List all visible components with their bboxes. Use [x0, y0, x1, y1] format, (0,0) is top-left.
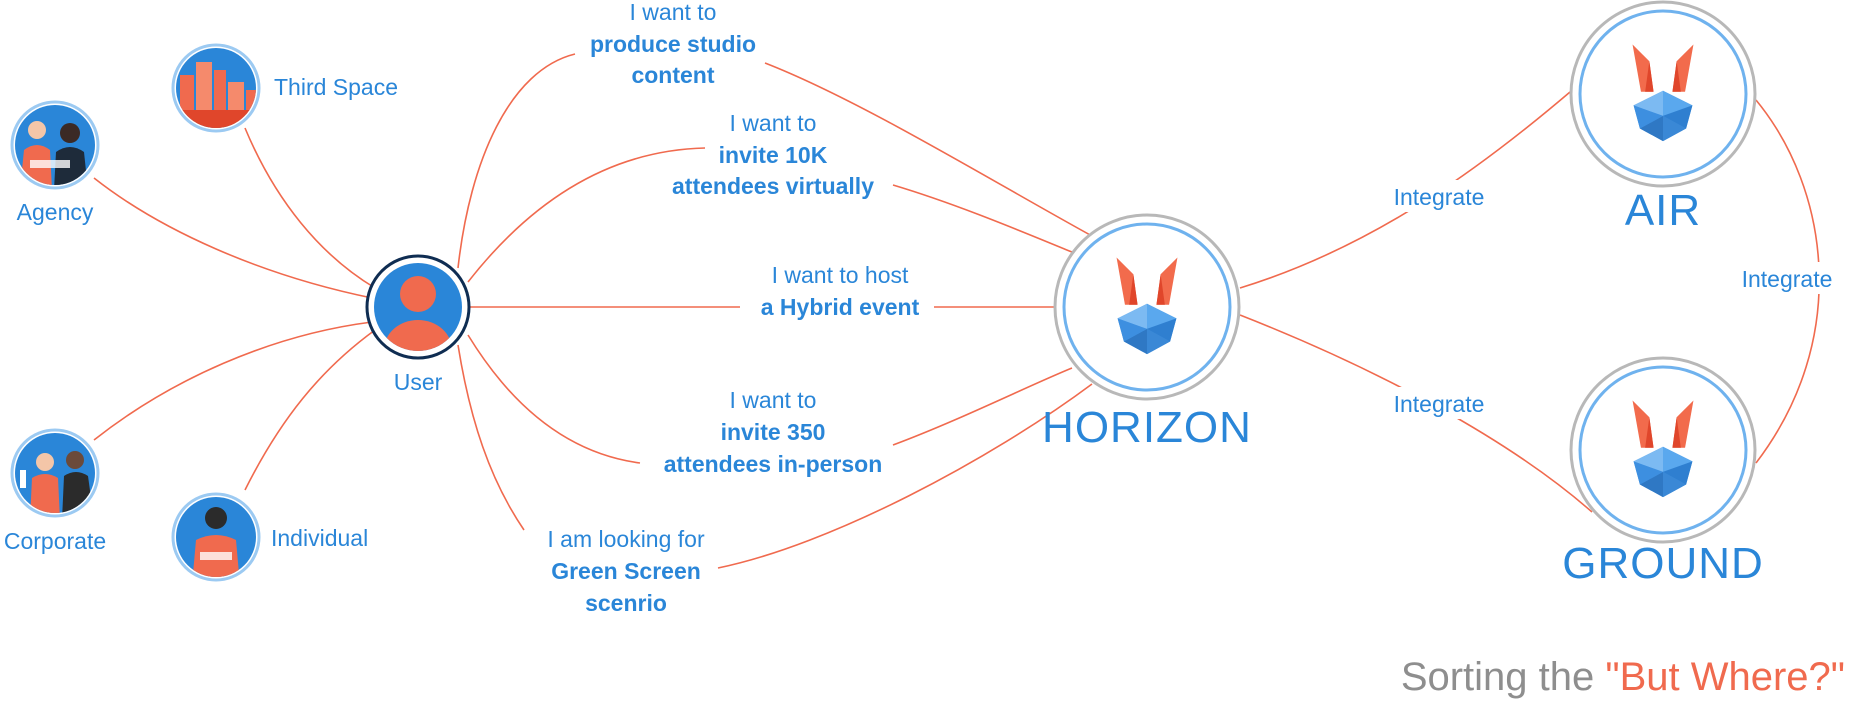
- persona-agency: Agency: [10, 100, 100, 225]
- product-air: AIR: [1569, 0, 1757, 235]
- footer-tagline: Sorting the "But Where?": [1401, 655, 1845, 699]
- edge-individual-user: [244, 329, 376, 491]
- greenscreen-line3: scenrio: [585, 590, 667, 616]
- inperson-line3: attendees in-person: [664, 451, 883, 477]
- edge-corporate-user: [93, 321, 373, 441]
- edge-greenscreen-horizon: [717, 383, 1093, 569]
- studio-line1: I want to: [630, 0, 717, 25]
- edge-agency-user: [93, 177, 373, 299]
- integrate-horizon-air: Integrate: [1394, 184, 1485, 210]
- hybrid-line1: I want to host: [772, 262, 909, 288]
- studio-line3: content: [631, 62, 714, 88]
- edge-virtual-horizon: [892, 184, 1073, 253]
- edge-studio-horizon: [764, 62, 1093, 237]
- horizon-wordmark: HORIZON: [1042, 403, 1252, 452]
- edge-user-studio: [457, 53, 576, 269]
- use-case-hybrid: I want to host a Hybrid event: [744, 258, 932, 326]
- virtual-line2: invite 10K: [719, 142, 828, 168]
- use-case-virtual: I want to invite 10K attendees virtually: [672, 110, 874, 199]
- product-horizon: HORIZON: [1042, 213, 1252, 452]
- virtual-line3: attendees virtually: [672, 173, 874, 199]
- edge-thirdspace-user: [244, 127, 376, 289]
- agency-label: Agency: [17, 199, 94, 225]
- integrate-labels: Integrate Integrate Integrate: [1385, 180, 1841, 419]
- footer-highlight: "But Where?": [1605, 655, 1845, 699]
- user-icon: [400, 276, 436, 312]
- third-space-label: Third Space: [274, 74, 398, 100]
- hybrid-line2: a Hybrid event: [761, 294, 920, 320]
- persona-individual: Individual: [171, 492, 368, 582]
- integrate-air-ground: Integrate: [1742, 266, 1833, 292]
- integrate-horizon-ground: Integrate: [1394, 391, 1485, 417]
- use-case-studio: I want to produce studio content: [590, 0, 756, 88]
- greenscreen-line1: I am looking for: [547, 526, 705, 552]
- edge-inperson-horizon: [892, 367, 1073, 446]
- ground-wordmark: GROUND: [1562, 539, 1764, 588]
- studio-line2: produce studio: [590, 31, 756, 57]
- air-wordmark: AIR: [1625, 186, 1701, 235]
- edge-user-virtual: [467, 147, 706, 283]
- inperson-line1: I want to: [730, 387, 817, 413]
- inperson-line2: invite 350: [721, 419, 826, 445]
- persona-corporate: Corporate: [4, 428, 106, 554]
- footer-prefix: Sorting the: [1401, 655, 1606, 699]
- corporate-label: Corporate: [4, 528, 106, 554]
- virtual-line1: I want to: [730, 110, 817, 136]
- individual-label: Individual: [271, 525, 368, 551]
- use-case-in-person: I want to invite 350 attendees in-person: [664, 387, 883, 477]
- edges: [93, 53, 1821, 569]
- persona-third-space: Third Space: [171, 43, 398, 133]
- use-case-green-screen: I am looking for Green Screen scenrio: [547, 526, 705, 616]
- edge-user-inperson: [467, 334, 641, 464]
- user-node: User: [365, 254, 471, 395]
- user-label: User: [394, 369, 443, 395]
- greenscreen-line2: Green Screen: [551, 558, 701, 584]
- product-ground: GROUND: [1562, 356, 1764, 588]
- edge-user-greenscreen: [457, 344, 525, 531]
